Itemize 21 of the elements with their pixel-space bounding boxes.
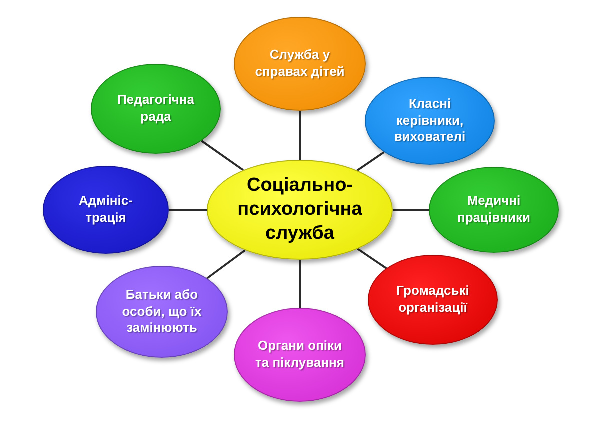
connector-line — [356, 151, 385, 172]
connector-line — [357, 248, 388, 270]
node-label: Адмініс-трація — [78, 193, 134, 227]
node-label: Органи опіки та піклування — [254, 338, 346, 372]
ellipse-node — [234, 308, 366, 402]
node-label: Класні керівники, вихователі — [393, 96, 467, 146]
connector-line — [299, 111, 301, 160]
ellipse-node — [429, 167, 559, 253]
node-label: Медичні працівники — [456, 193, 532, 227]
connector-line — [169, 209, 207, 211]
node-label: Соціально-психологічна служба — [236, 174, 364, 246]
connector-line — [201, 140, 244, 172]
connector-line — [393, 209, 429, 211]
ellipse-node — [368, 255, 498, 345]
node-label: Педагогічна рада — [116, 92, 196, 126]
node-label: Служба у справах дітей — [255, 47, 345, 81]
connector-line — [299, 260, 301, 308]
node-label: Громадські організації — [396, 283, 470, 317]
ellipse-node — [365, 77, 495, 165]
connector-line — [206, 250, 246, 280]
node-label: Батьки або особи, що їх замінюють — [121, 286, 203, 338]
